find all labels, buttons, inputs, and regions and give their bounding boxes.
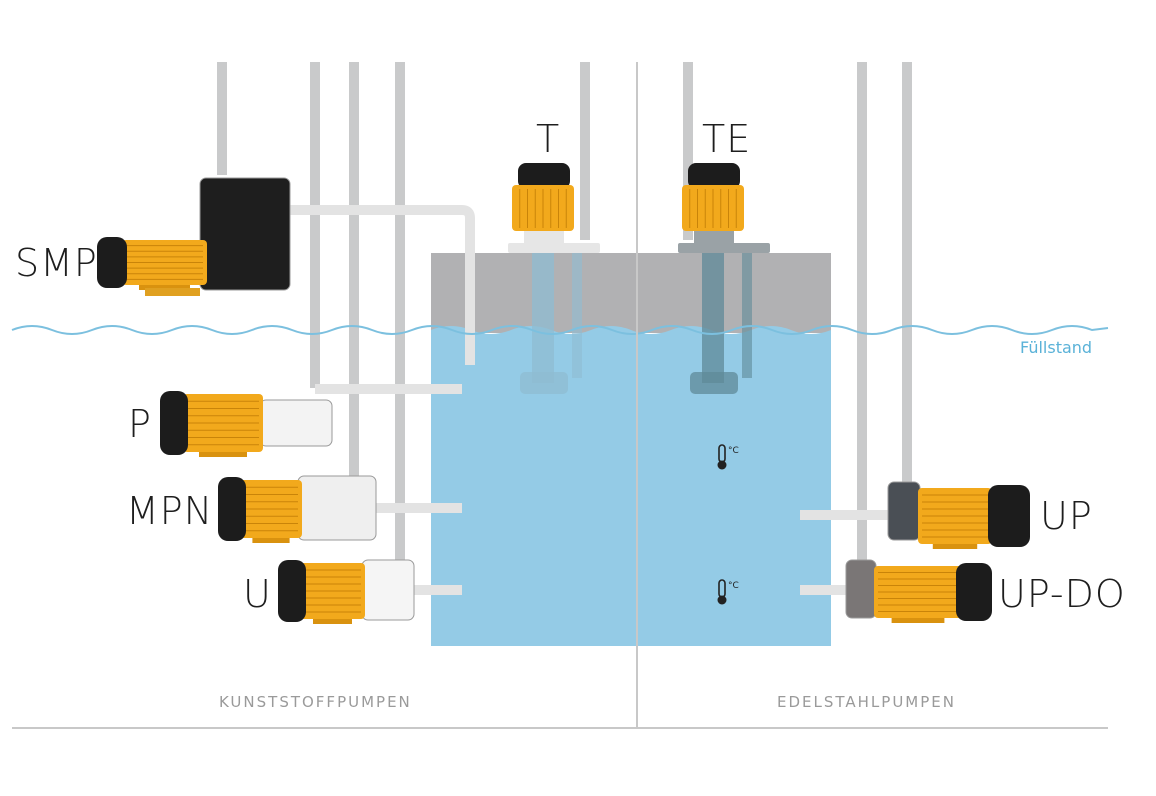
tank-water [431, 326, 831, 646]
fill-level-label: Füllstand [1020, 338, 1093, 357]
mounting-flange [678, 243, 770, 253]
svg-text:°C: °C [728, 446, 739, 456]
label-up-do: UP-DO [998, 572, 1126, 616]
motor-end-cap [160, 391, 188, 455]
motor-end-cap [218, 477, 246, 541]
tank-top-section [431, 253, 831, 333]
mounting-flange [508, 243, 600, 253]
thermometer-icon: °C [717, 444, 739, 470]
motor-foot [891, 618, 945, 623]
pump-head [845, 559, 877, 619]
pump-impeller-housing [520, 372, 568, 394]
motor-foot [145, 288, 200, 296]
pump-impeller-housing [690, 372, 738, 394]
pipe-vertical [310, 62, 320, 388]
pump-smp [97, 177, 291, 291]
fill-level-line [11, 325, 1109, 335]
pipe-smp-outlet [290, 205, 475, 365]
label-p: P [128, 402, 152, 446]
motor-adapter [694, 231, 734, 243]
pipe-vertical [349, 62, 359, 478]
pump-head [259, 399, 333, 447]
motor-adapter [524, 231, 564, 243]
pump-head [887, 481, 921, 541]
label-te: TE [702, 117, 752, 161]
pump-u [278, 559, 415, 624]
motor-end-cap [688, 163, 740, 189]
section-label-plastic: KUNSTSTOFFPUMPEN [219, 693, 412, 711]
motor-foot [932, 544, 978, 549]
pipe-vertical [857, 62, 867, 562]
pump-p [160, 391, 333, 457]
label-u: U [243, 572, 272, 616]
section-label-steel: EDELSTAHLPUMPEN [777, 693, 956, 711]
pipe-horizontal [800, 510, 892, 520]
motor-end-cap [278, 560, 306, 622]
pump-shaft [702, 253, 724, 383]
pump-t [508, 163, 600, 394]
motor-end-cap [97, 237, 127, 288]
label-up: UP [1040, 494, 1093, 538]
motor-foot [252, 538, 290, 543]
pipe-vertical [683, 62, 693, 240]
pipe-horizontal [315, 384, 462, 394]
motor-end-cap [518, 163, 570, 189]
svg-text:°C: °C [728, 581, 739, 591]
pipe-horizontal [410, 585, 462, 595]
label-mpn: MPN [126, 489, 214, 533]
pump-head [361, 559, 415, 621]
pipe-horizontal [370, 503, 462, 513]
motor-foot [313, 619, 352, 624]
pipe-vertical [217, 62, 227, 175]
pump-discharge-pipe [742, 253, 752, 378]
pump-shaft [532, 253, 554, 383]
label-t: T [536, 117, 561, 161]
pump-up-do [845, 559, 992, 623]
pump-discharge-pipe [572, 253, 582, 378]
pump-mpn [218, 475, 377, 543]
motor-foot [139, 285, 190, 290]
pump-up [887, 481, 1030, 549]
label-smp: SMP [15, 241, 98, 285]
motor-end-cap [988, 485, 1030, 547]
pipe-vertical [902, 62, 912, 482]
thermometer-icon: °C [717, 579, 739, 605]
motor-end-cap [956, 563, 992, 621]
pipe-horizontal [800, 585, 852, 595]
pipe-vertical [395, 62, 405, 562]
pump-te [678, 163, 770, 394]
pipe-vertical [580, 62, 590, 240]
pump-head [199, 177, 291, 291]
motor-foot [199, 452, 247, 457]
pump-head [297, 475, 377, 541]
